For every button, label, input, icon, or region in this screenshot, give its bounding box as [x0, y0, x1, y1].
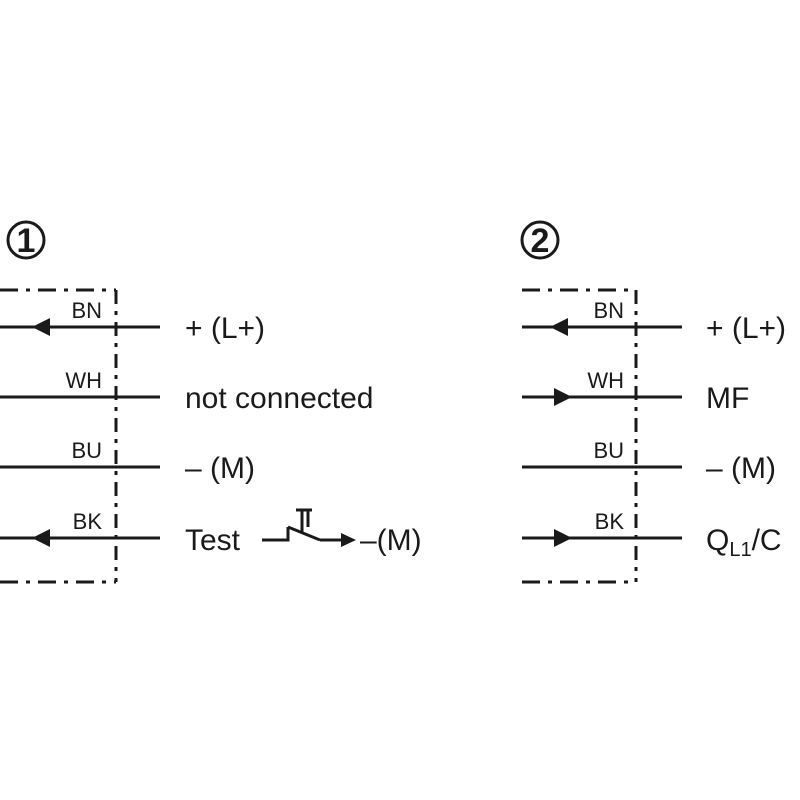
signal-label-plus: + (L+)	[706, 312, 786, 345]
diagram-1: 1 BN + (L+) WH not connected BU – (M)	[0, 220, 422, 584]
diagram-1-wire-bu: BU – (M)	[0, 438, 255, 485]
signal-label-not-connected: not connected	[185, 382, 373, 415]
diagram-1-wire-wh: WH not connected	[0, 368, 373, 415]
diagram-2-number-badge: 2	[520, 220, 560, 260]
wire-label-bk: BK	[73, 509, 103, 534]
signal-label-minus: – (M)	[706, 452, 776, 485]
diagram-1-number: 1	[17, 222, 36, 260]
wire-label-bn: BN	[593, 298, 624, 323]
signal-label-test: Test	[185, 524, 241, 557]
diagram-2-wire-bu: BU – (M)	[522, 438, 776, 485]
wire-label-bk: BK	[595, 509, 625, 534]
wire-label-bu: BU	[593, 438, 624, 463]
diagram-2-number: 2	[531, 222, 550, 260]
arrow-left-icon	[32, 318, 50, 336]
wire-label-wh: WH	[587, 368, 624, 393]
arrow-right-icon	[554, 529, 572, 547]
wire-label-wh: WH	[65, 368, 102, 393]
diagram-2-wire-bk: BK QL1/C	[522, 509, 782, 561]
diagram-1-wire-bk: BK Test –(M)	[0, 508, 422, 557]
signal-label-minus: – (M)	[185, 452, 255, 485]
diagram-2-wire-wh: WH MF	[522, 368, 749, 415]
wire-label-bn: BN	[71, 298, 102, 323]
push-button-switch-icon	[262, 508, 356, 547]
wire-label-bu: BU	[71, 438, 102, 463]
signal-label-mf: MF	[706, 382, 749, 415]
arrow-right-icon	[554, 388, 572, 406]
arrow-left-icon	[550, 318, 568, 336]
diagram-2-wire-bn: BN + (L+)	[522, 298, 786, 345]
diagram-2: 2 BN + (L+) WH MF BU – (M)	[520, 220, 786, 584]
diagram-1-wire-bn: BN + (L+)	[0, 298, 265, 345]
diagram-1-number-badge: 1	[6, 220, 46, 260]
switch-target-label: –(M)	[360, 524, 422, 557]
arrow-left-icon	[32, 529, 50, 547]
signal-label-ql1: QL1/C	[706, 524, 782, 561]
signal-label-plus: + (L+)	[185, 312, 265, 345]
